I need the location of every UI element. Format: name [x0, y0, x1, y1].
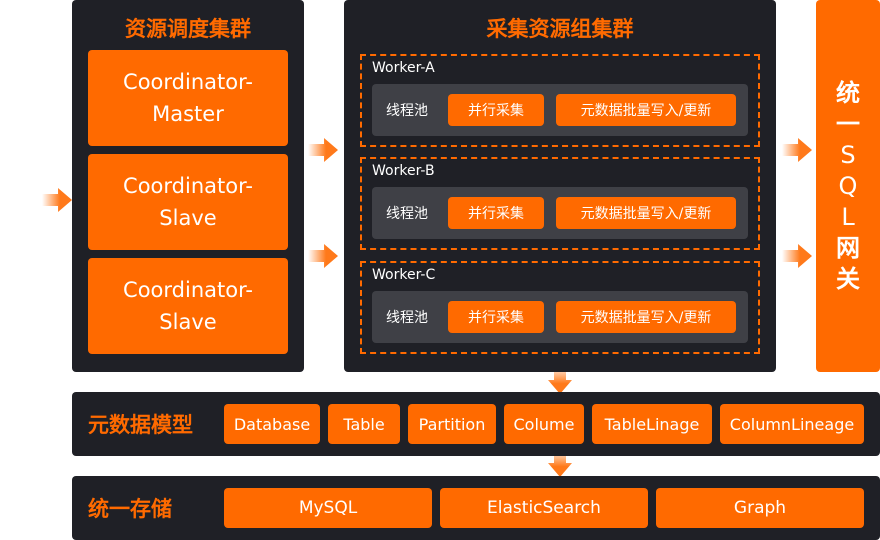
- parallel-collect-chip: 并行采集: [448, 197, 544, 229]
- gateway-char: S: [840, 140, 856, 169]
- thread-pool-label: 线程池: [386, 103, 428, 119]
- batch-write-chip: 元数据批量写入/更新: [556, 301, 736, 333]
- parallel-collect-chip: 并行采集: [448, 301, 544, 333]
- gateway-char: 网: [836, 233, 860, 262]
- arrow-down-icon: [548, 368, 572, 394]
- sql-gateway-panel: 统 一 S Q L 网 关: [816, 0, 880, 372]
- worker-name: Worker-C: [372, 267, 436, 283]
- arrow-right-icon: [308, 244, 338, 268]
- model-table-lineage: TableLinage: [592, 404, 712, 444]
- arrow-right-icon: [782, 138, 812, 162]
- node-label: Coordinator-: [123, 70, 253, 94]
- thread-pool-label: 线程池: [386, 206, 428, 222]
- model-database: Database: [224, 404, 320, 444]
- model-column-lineage: ColumnLineage: [720, 404, 864, 444]
- worker-a: Worker-A 线程池 并行采集 元数据批量写入/更新: [360, 54, 760, 147]
- coordinator-slave-node: Coordinator- Slave: [88, 258, 288, 354]
- metadata-model-row: 元数据模型 Database Table Partition Colume Ta…: [72, 392, 880, 456]
- thread-pool-bar: 线程池 并行采集 元数据批量写入/更新: [372, 84, 748, 136]
- storage-mysql: MySQL: [224, 488, 432, 528]
- worker-name: Worker-A: [372, 60, 435, 76]
- gateway-char: 一: [836, 109, 860, 138]
- arrow-right-icon: [42, 188, 72, 212]
- gateway-char: 关: [836, 264, 860, 293]
- gateway-char: Q: [838, 171, 858, 200]
- batch-write-chip: 元数据批量写入/更新: [556, 94, 736, 126]
- model-column: Colume: [504, 404, 584, 444]
- worker-name: Worker-B: [372, 163, 435, 179]
- thread-pool-bar: 线程池 并行采集 元数据批量写入/更新: [372, 187, 748, 239]
- worker-b: Worker-B 线程池 并行采集 元数据批量写入/更新: [360, 157, 760, 250]
- node-label: Master: [152, 102, 224, 126]
- arrow-down-icon: [548, 451, 572, 477]
- gateway-char: 统: [836, 78, 860, 107]
- unified-storage-row: 统一存储 MySQL ElasticSearch Graph: [72, 476, 880, 540]
- gateway-char: L: [841, 202, 855, 231]
- thread-pool-label: 线程池: [386, 310, 428, 326]
- scheduler-title: 资源调度集群: [125, 17, 251, 41]
- batch-write-chip: 元数据批量写入/更新: [556, 197, 736, 229]
- collector-title: 采集资源组集群: [486, 17, 634, 41]
- arrow-right-icon: [308, 138, 338, 162]
- storage-elasticsearch: ElasticSearch: [440, 488, 648, 528]
- collector-cluster-panel: 采集资源组集群 Worker-A 线程池 并行采集 元数据批量写入/更新 Wor…: [344, 0, 776, 372]
- storage-title: 统一存储: [88, 497, 172, 521]
- metadata-title: 元数据模型: [88, 413, 193, 437]
- worker-c: Worker-C 线程池 并行采集 元数据批量写入/更新: [360, 261, 760, 354]
- arrow-right-icon: [782, 244, 812, 268]
- storage-graph: Graph: [656, 488, 864, 528]
- node-label: Slave: [159, 310, 217, 334]
- model-table: Table: [328, 404, 400, 444]
- coordinator-master-node: Coordinator- Master: [88, 50, 288, 146]
- thread-pool-bar: 线程池 并行采集 元数据批量写入/更新: [372, 291, 748, 343]
- parallel-collect-chip: 并行采集: [448, 94, 544, 126]
- scheduler-cluster-panel: 资源调度集群 Coordinator- Master Coordinator- Sl…: [72, 0, 304, 372]
- coordinator-slave-node: Coordinator- Slave: [88, 154, 288, 250]
- model-partition: Partition: [408, 404, 496, 444]
- node-label: Coordinator-: [123, 278, 253, 302]
- node-label: Coordinator-: [123, 174, 253, 198]
- node-label: Slave: [159, 206, 217, 230]
